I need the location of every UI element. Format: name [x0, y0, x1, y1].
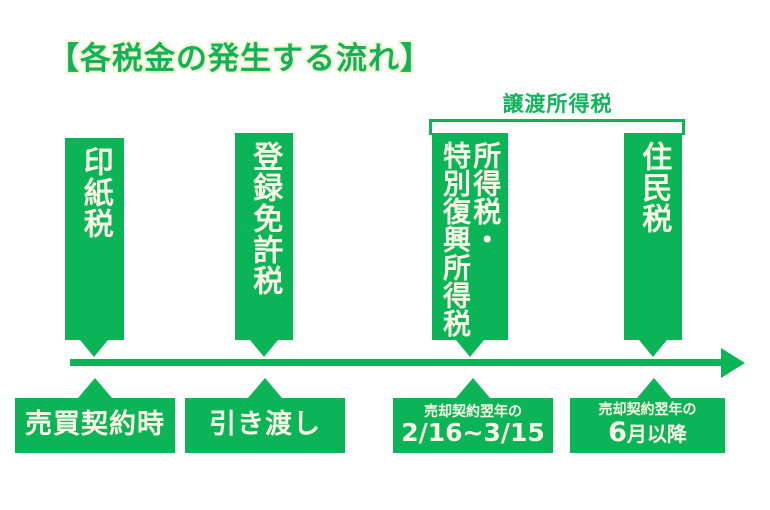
- tax-bar-income-tax-arrow-icon: [456, 340, 484, 357]
- event-box-june-onward-month: 6: [608, 417, 627, 449]
- event-box-june-onward-label: 6月以降: [608, 417, 687, 449]
- bracket-capital-gains-tax: [429, 119, 685, 135]
- page-title: 【各税金の発生する流れ】: [46, 41, 433, 77]
- event-box-sale-contract-label: 売買契約時: [25, 409, 165, 441]
- tax-bar-resident-tax-label: 住民税: [636, 141, 672, 234]
- tax-bar-registration-tax: 登録免許税: [235, 133, 293, 340]
- bracket-label-capital-gains-tax: 譲渡所得税: [502, 92, 613, 116]
- event-box-june-onward-sublabel: 売却契約翌年の: [598, 402, 697, 419]
- timeline-arrow-icon: [721, 348, 745, 378]
- timeline-axis: [70, 359, 725, 366]
- event-box-sale-contract: 売買契約時: [15, 398, 175, 453]
- event-box-june-onward: 売却契約翌年の 6月以降: [570, 398, 725, 453]
- event-box-handover: 引き渡し: [185, 398, 345, 453]
- event-box-june-onward-suffix: 月以降: [626, 422, 687, 447]
- tax-bar-resident-tax-arrow-icon: [639, 340, 667, 357]
- event-box-filing-period: 売却契約翌年の 2/16~3/15: [393, 398, 553, 453]
- event-arrow-filing-period-icon: [456, 378, 490, 398]
- tax-bar-registration-tax-label: 登録免許税: [247, 141, 283, 296]
- tax-bar-income-tax-label-left: 特別復興所得税: [439, 141, 472, 337]
- tax-bar-stamp-tax-label: 印紙税: [77, 146, 113, 239]
- tax-bar-registration-tax-arrow-icon: [250, 340, 278, 357]
- tax-bar-stamp-tax-arrow-icon: [80, 340, 108, 357]
- tax-bar-income-tax-label-right: 所得税・: [469, 141, 503, 253]
- event-box-handover-label: 引き渡し: [209, 409, 321, 441]
- event-arrow-june-onward-icon: [637, 378, 671, 398]
- event-arrow-sale-contract-icon: [78, 378, 112, 398]
- event-box-filing-period-sublabel: 売却契約翌年の: [424, 403, 522, 420]
- tax-bar-resident-tax: 住民税: [624, 133, 682, 340]
- tax-bar-income-tax: 所得税・ 特別復興所得税: [432, 133, 508, 340]
- tax-bar-stamp-tax: 印紙税: [65, 138, 124, 340]
- event-box-filing-period-label: 2/16~3/15: [401, 418, 545, 448]
- event-arrow-handover-icon: [248, 378, 282, 398]
